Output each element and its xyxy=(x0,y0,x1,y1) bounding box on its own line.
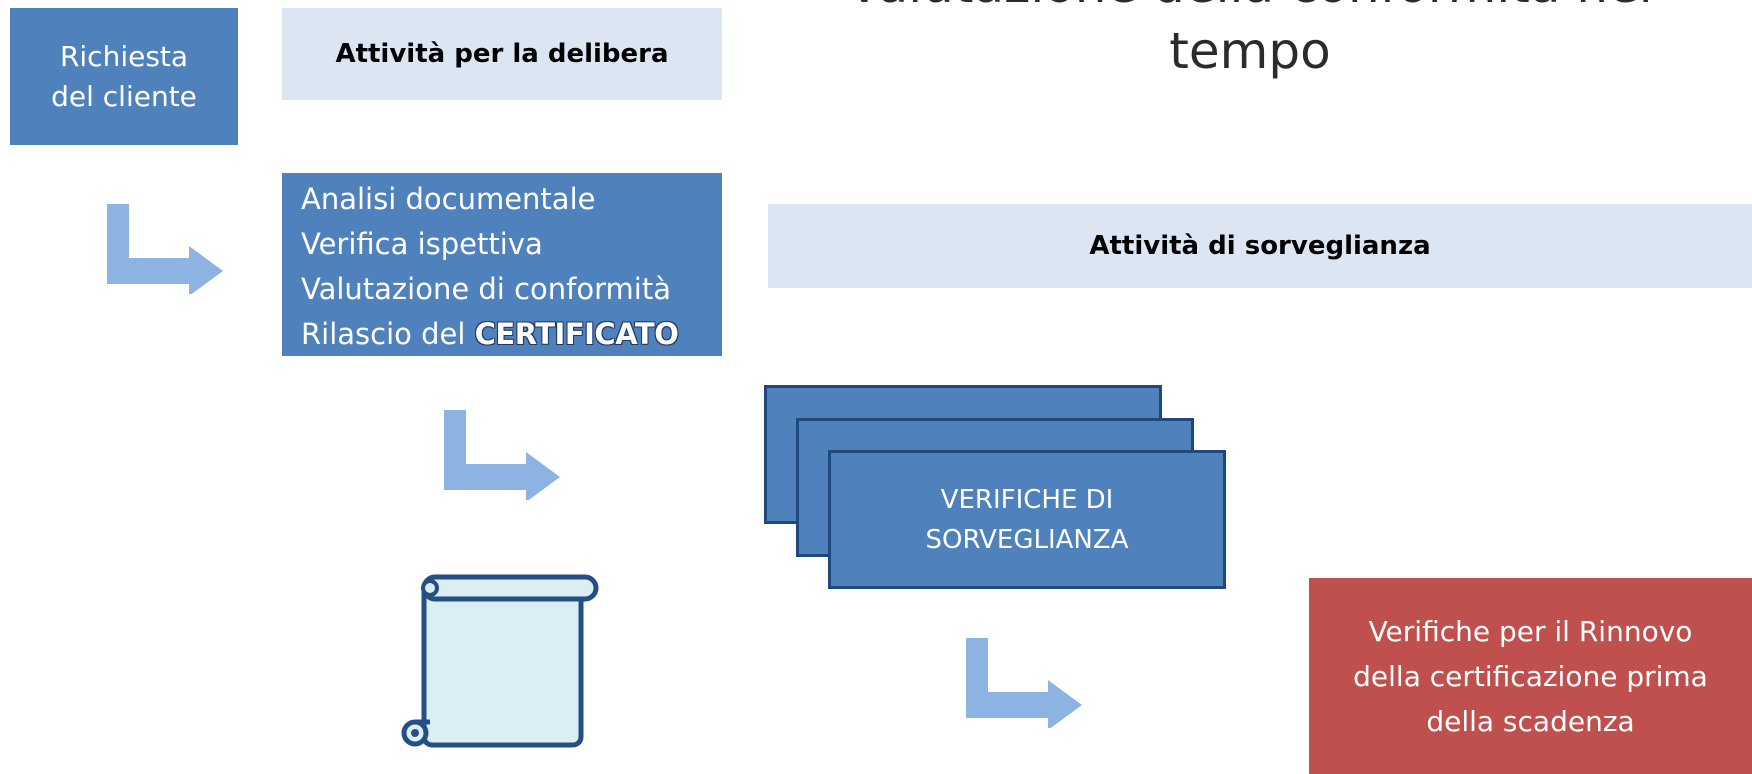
renewal-checks-box: Verifiche per il Rinnovo della certifica… xyxy=(1309,578,1752,774)
bent-arrow-icon xyxy=(444,410,560,500)
deliberation-activities-text: Attività per la delibera xyxy=(335,39,669,69)
client-request-box: Richiesta del cliente xyxy=(10,8,238,145)
title-line-2: tempo xyxy=(1169,22,1331,80)
activity-item-certificate-release: Rilascio del CERTIFICATO xyxy=(301,312,679,357)
client-request-line-2: del cliente xyxy=(51,79,197,113)
surveillance-card-front: VERIFICHE DI SORVEGLIANZA xyxy=(828,450,1226,589)
activity-item-conformity-assessment: Valutazione di conformità xyxy=(301,272,671,306)
renewal-line-1: Verifiche per il Rinnovo xyxy=(1368,614,1693,648)
client-request-line-1: Richiesta xyxy=(59,39,189,73)
title-line-1: Valutazione della conformità nel xyxy=(760,0,1740,18)
activity-item-document-analysis: Analisi documentale xyxy=(301,182,596,216)
surveillance-checks-line-1: VERIFICHE DI xyxy=(940,484,1114,515)
bent-arrow-icon xyxy=(966,638,1082,728)
surveillance-activities-label: Attività di sorveglianza xyxy=(768,204,1752,288)
renewal-line-2: della certificazione prima xyxy=(1353,659,1708,693)
certificate-keyword: CERTIFICATO xyxy=(474,317,679,351)
surveillance-activities-text: Attività di sorveglianza xyxy=(1089,231,1431,261)
activity-item-inspection: Verifica ispettiva xyxy=(301,227,543,261)
certificate-release-prefix: Rilascio del xyxy=(301,317,475,351)
deliberation-activity-list: Analisi documentale Verifica ispettiva V… xyxy=(282,173,722,356)
deliberation-activities-label: Attività per la delibera xyxy=(282,8,722,100)
bent-arrow-icon xyxy=(107,204,223,294)
renewal-line-3: della scadenza xyxy=(1426,704,1635,738)
certificate-scroll-icon xyxy=(401,574,599,748)
surveillance-checks-line-2: SORVEGLIANZA xyxy=(925,524,1129,555)
page-title: Valutazione della conformità nel tempo xyxy=(760,0,1740,84)
